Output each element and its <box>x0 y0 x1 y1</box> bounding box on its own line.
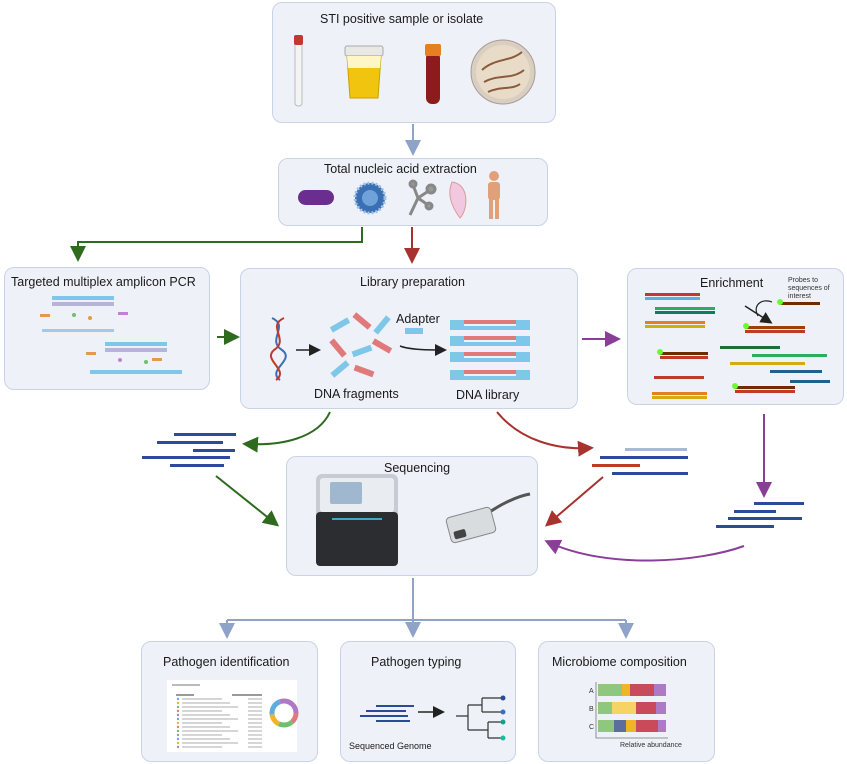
report-row-line <box>182 734 222 736</box>
genome-label: Sequenced Genome <box>349 741 432 751</box>
report-row-value <box>248 738 262 740</box>
microbiome-box <box>538 641 715 762</box>
bacterium-icon <box>298 190 334 205</box>
report-row-value <box>248 726 262 728</box>
arrow-branch-line <box>226 619 627 634</box>
report-row-line <box>182 742 238 744</box>
report-row-line <box>182 714 230 716</box>
microbiome-row-a: A <box>589 688 594 695</box>
enrichment-title: Enrichment <box>700 276 764 290</box>
arrow-adapter <box>399 343 447 356</box>
arrow-reads-left-to-sequencing <box>215 475 280 527</box>
swab-tube-icon <box>294 35 303 107</box>
fungus-icon <box>408 179 437 216</box>
virus-icon <box>353 181 387 215</box>
report-row-dot <box>176 725 180 729</box>
report-row-line <box>182 730 238 732</box>
microbiome-bars <box>595 682 668 739</box>
human-icon <box>488 171 500 219</box>
report-row-line <box>182 706 238 708</box>
library-title: Library preparation <box>360 275 465 289</box>
probes-note: Probes to sequences of interest <box>788 277 830 300</box>
report-row-dot <box>176 729 180 733</box>
dna-fragments-icon <box>329 312 393 378</box>
adapter-icon <box>405 328 423 334</box>
report-row-value <box>248 742 262 744</box>
report-row-value <box>248 702 262 704</box>
report-row-value <box>248 718 262 720</box>
sequencer-icon <box>316 474 398 566</box>
microbiome-row-b: B <box>589 706 594 713</box>
phylogenetic-tree-icon <box>456 695 506 741</box>
arrow-library-to-reads-left <box>242 411 331 453</box>
report-row-value <box>248 746 262 748</box>
arrow-reads-to-sequencing <box>544 539 745 562</box>
amplicon-box <box>4 267 210 390</box>
report-row-dot <box>176 745 180 749</box>
arrow-reads-right-to-sequencing <box>544 476 604 527</box>
report-row-line <box>182 746 222 748</box>
adapter-label: Adapter <box>396 312 440 326</box>
microbiome-title: Microbiome composition <box>552 655 687 669</box>
dna-helix-icon <box>270 317 287 381</box>
report-row-line <box>182 702 230 704</box>
report-row-value <box>248 722 262 724</box>
report-row-dot <box>176 709 180 713</box>
ring-chart-icon <box>269 698 299 728</box>
report-row-line <box>182 698 222 700</box>
protozoa-icon <box>449 181 467 219</box>
typing-box <box>340 641 516 762</box>
report-row-dot <box>176 737 180 741</box>
reads-right <box>592 448 688 475</box>
report-row-line <box>182 722 222 724</box>
report-row-dot <box>176 741 180 745</box>
report-row-dot <box>176 697 180 701</box>
reads-enrichment <box>716 502 804 528</box>
extraction-title: Total nucleic acid extraction <box>324 162 477 176</box>
report-row-dot <box>176 721 180 725</box>
typing-title: Pathogen typing <box>371 655 462 669</box>
report-row-dot <box>176 733 180 737</box>
amplicon-title: Targeted multiplex amplicon PCR <box>11 275 196 289</box>
arrow-extraction-to-amplicon <box>70 227 363 262</box>
report-row-line <box>182 710 222 712</box>
dna-library-label: DNA library <box>456 388 520 402</box>
report-row-value <box>248 734 262 736</box>
report-row-value <box>248 714 262 716</box>
typing-reads <box>360 705 414 722</box>
microbiome-axis-label: Relative abundance <box>620 742 682 749</box>
report-row-value <box>248 698 262 700</box>
microbiome-row-c: C <box>589 724 595 731</box>
enrichment-illustration <box>645 293 830 399</box>
reads-left <box>142 433 236 467</box>
report-row-dot <box>176 717 180 721</box>
report-row-dot <box>176 713 180 717</box>
fragments-label: DNA fragments <box>314 387 399 401</box>
arrow-library-to-reads-right <box>496 411 594 457</box>
nanopore-device-icon <box>445 492 531 544</box>
identification-title: Pathogen identification <box>163 655 290 669</box>
report-row-value <box>248 710 262 712</box>
report-row-value <box>248 706 262 708</box>
amplicon-illustration <box>40 296 182 374</box>
report-row-dot <box>176 705 180 709</box>
petri-dish-icon <box>470 39 536 105</box>
report-row-line <box>182 738 230 740</box>
report-table-rows <box>176 697 262 749</box>
identification-report <box>167 680 297 752</box>
report-row-dot <box>176 701 180 705</box>
blood-tube-icon <box>425 44 441 104</box>
urine-cup-icon <box>344 45 384 99</box>
dna-library-icon <box>450 320 530 380</box>
sample-title: STI positive sample or isolate <box>320 12 484 26</box>
report-row-line <box>182 718 238 720</box>
report-row-line <box>182 726 230 728</box>
sequencing-title: Sequencing <box>384 461 451 475</box>
report-row-value <box>248 730 262 732</box>
